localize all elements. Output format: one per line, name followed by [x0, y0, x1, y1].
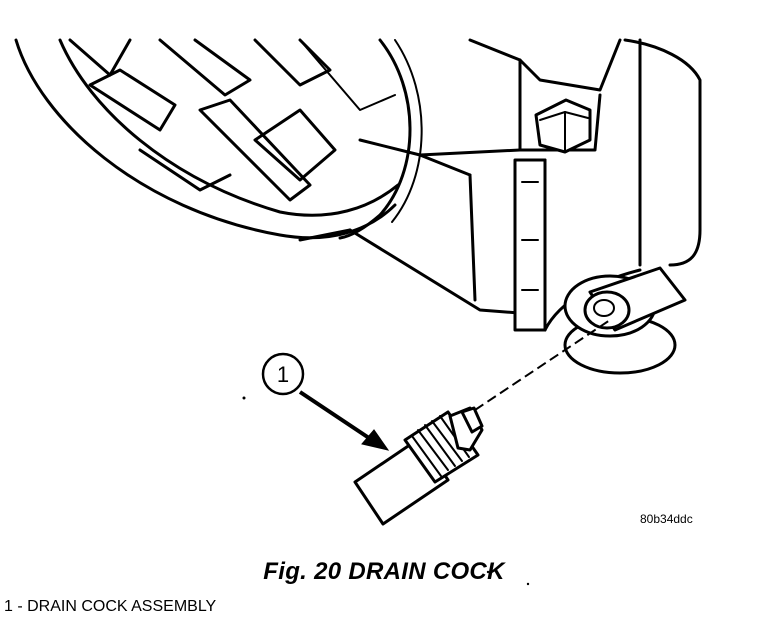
- figure-title: Fig. 20 DRAIN COCK: [263, 558, 505, 585]
- drain-cock-assembly: [353, 406, 484, 526]
- callout-arrow: [298, 390, 390, 451]
- radiator-tank: [298, 38, 702, 332]
- fan-shroud: [14, 38, 423, 240]
- alignment-line: [474, 319, 611, 411]
- figure-caption-row: Fig. 20 DRAIN COCK: [0, 558, 768, 586]
- figure-code: 80b34ddc: [640, 512, 693, 526]
- figure-legend: 1 - DRAIN COCK ASSEMBLY: [4, 598, 217, 615]
- mounting-bolt: [534, 98, 592, 154]
- fan-blades: [68, 38, 396, 202]
- callout-badge: 1: [261, 352, 305, 396]
- callout-number: 1: [277, 362, 289, 387]
- mounting-bracket: [513, 158, 547, 332]
- drain-fitting: [563, 266, 687, 375]
